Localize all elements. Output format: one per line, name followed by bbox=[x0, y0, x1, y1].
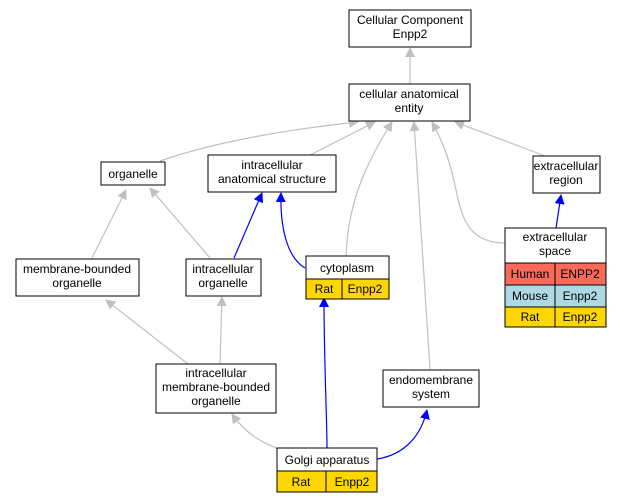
node-extracellular-region[interactable]: extracellular region bbox=[532, 155, 601, 194]
edge-ias-cae bbox=[309, 121, 376, 156]
edge-cyto-cae bbox=[345, 121, 393, 257]
gene-symbol: ENPP2 bbox=[560, 267, 600, 281]
node-label-line: cytoplasm bbox=[320, 261, 374, 275]
node-intracellular-organelle[interactable]: intracellular organelle bbox=[185, 258, 262, 297]
node-label-line: endomembrane bbox=[389, 373, 473, 387]
species-label: Rat bbox=[292, 475, 311, 489]
node-label-line: membrane-bounded bbox=[162, 380, 270, 394]
node-label-line: organelle bbox=[198, 276, 248, 290]
gene-symbol: Enpp2 bbox=[563, 310, 598, 324]
annotation-row-rat: Rat Enpp2 bbox=[276, 470, 378, 493]
species-label: Rat bbox=[521, 310, 540, 324]
node-cytoplasm[interactable]: cytoplasm Rat Enpp2 bbox=[305, 255, 390, 300]
edge-endo-cae bbox=[409, 121, 431, 370]
node-label-line: Golgi apparatus bbox=[285, 453, 370, 467]
node-label-line: organelle bbox=[191, 394, 241, 408]
species-label: Rat bbox=[315, 282, 334, 296]
node-endomembrane-system[interactable]: endomembrane system bbox=[382, 369, 480, 408]
annotation-row-human: Human ENPP2 bbox=[504, 262, 607, 286]
node-label-line: membrane-bounded bbox=[23, 262, 131, 276]
edges bbox=[91, 47, 565, 461]
edge-ecs-cae bbox=[431, 121, 506, 244]
gene-symbol: Enpp2 bbox=[348, 282, 383, 296]
node-label-line: intracellular bbox=[185, 366, 246, 380]
gene-symbol: Enpp2 bbox=[335, 475, 370, 489]
node-label-line: space bbox=[539, 244, 571, 258]
node-label-line: cellular anatomical bbox=[359, 87, 458, 101]
node-label-line: Enpp2 bbox=[393, 27, 428, 41]
node-label-line: extracellular bbox=[534, 159, 599, 173]
node-intracellular-anatomical-structure[interactable]: intracellular anatomical structure bbox=[207, 154, 337, 193]
node-golgi-apparatus[interactable]: Golgi apparatus Rat Enpp2 bbox=[276, 447, 378, 493]
node-label-line: intracellular bbox=[192, 262, 253, 276]
annotation-row-rat: Rat Enpp2 bbox=[504, 306, 607, 328]
node-organelle[interactable]: organelle bbox=[100, 161, 166, 186]
edge-imbo-io bbox=[216, 296, 227, 365]
edge-io-ias bbox=[233, 192, 264, 259]
edge-io-organelle bbox=[149, 187, 211, 259]
node-label-line: entity bbox=[395, 101, 424, 115]
edge-imbo-mbo bbox=[105, 299, 189, 365]
node-label-line: Cellular Component bbox=[357, 13, 464, 27]
node-label-line: organelle bbox=[108, 167, 158, 181]
species-label: Human bbox=[511, 267, 550, 281]
node-label-line: anatomical structure bbox=[218, 172, 326, 186]
annotation-row-rat: Rat Enpp2 bbox=[305, 278, 390, 300]
edge-mbo-organelle bbox=[91, 189, 127, 259]
edge-golgi-imbo bbox=[231, 413, 286, 452]
node-intracellular-membrane-bounded-organelle[interactable]: intracellular membrane-bounded organelle bbox=[155, 363, 277, 414]
node-label-line: region bbox=[549, 173, 582, 187]
edge-cyto-ias bbox=[275, 192, 306, 269]
species-label: Mouse bbox=[512, 289, 548, 303]
edge-golgi-endo bbox=[368, 409, 430, 461]
node-membrane-bounded-organelle[interactable]: membrane-bounded organelle bbox=[15, 258, 140, 297]
node-label-line: intracellular bbox=[241, 158, 302, 172]
node-label-line: organelle bbox=[52, 276, 102, 290]
node-extracellular-space[interactable]: extracellular space Human ENPP2 Mouse En… bbox=[504, 227, 607, 328]
node-label-line: system bbox=[412, 387, 450, 401]
annotation-row-mouse: Mouse Enpp2 bbox=[504, 284, 607, 308]
node-cellular-component[interactable]: Cellular Component Enpp2 bbox=[348, 9, 472, 48]
node-cellular-anatomical-entity[interactable]: cellular anatomical entity bbox=[348, 83, 471, 122]
edge-organelle-cae bbox=[159, 117, 359, 162]
edge-golgi-cyto bbox=[319, 297, 330, 449]
edge-ecs-ecr bbox=[554, 194, 565, 229]
gene-symbol: Enpp2 bbox=[563, 289, 598, 303]
node-label-line: extracellular bbox=[523, 230, 588, 244]
edge-ecr-cae bbox=[454, 120, 546, 157]
